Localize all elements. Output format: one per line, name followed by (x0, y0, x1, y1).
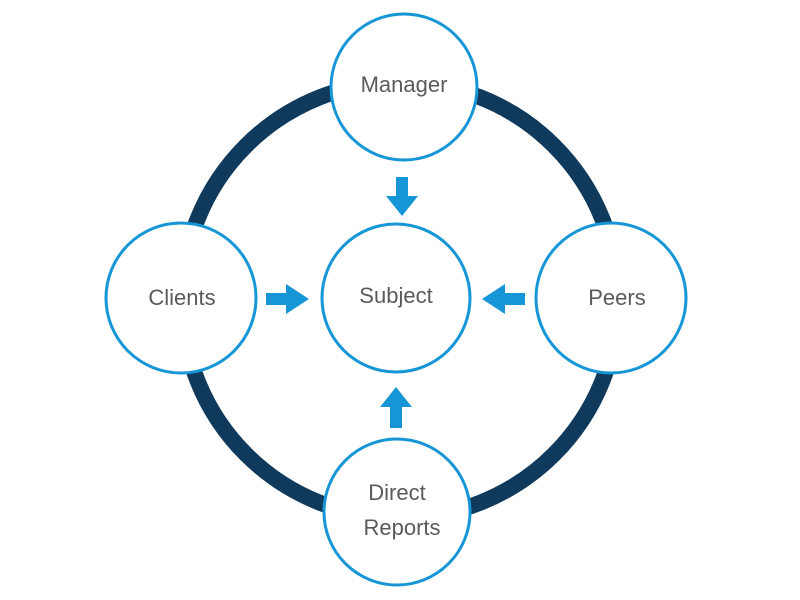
subject-node (320, 222, 472, 374)
manager-label: Manager (361, 72, 448, 97)
subject-label: Subject (359, 283, 432, 308)
direct-reports-node (322, 437, 472, 587)
direct-reports-label-line1: Direct (368, 480, 425, 505)
direct-reports-label-line2: Reports (363, 515, 440, 540)
arrow-peers-to-subject (482, 284, 525, 314)
arrow-manager-to-subject (386, 177, 418, 216)
peers-node (534, 221, 688, 375)
clients-node (104, 221, 258, 375)
arrow-direct-reports-to-subject (380, 387, 412, 428)
arrow-clients-to-subject (266, 284, 309, 314)
clients-label: Clients (148, 285, 215, 310)
manager-node (329, 12, 479, 162)
peers-label: Peers (588, 285, 645, 310)
